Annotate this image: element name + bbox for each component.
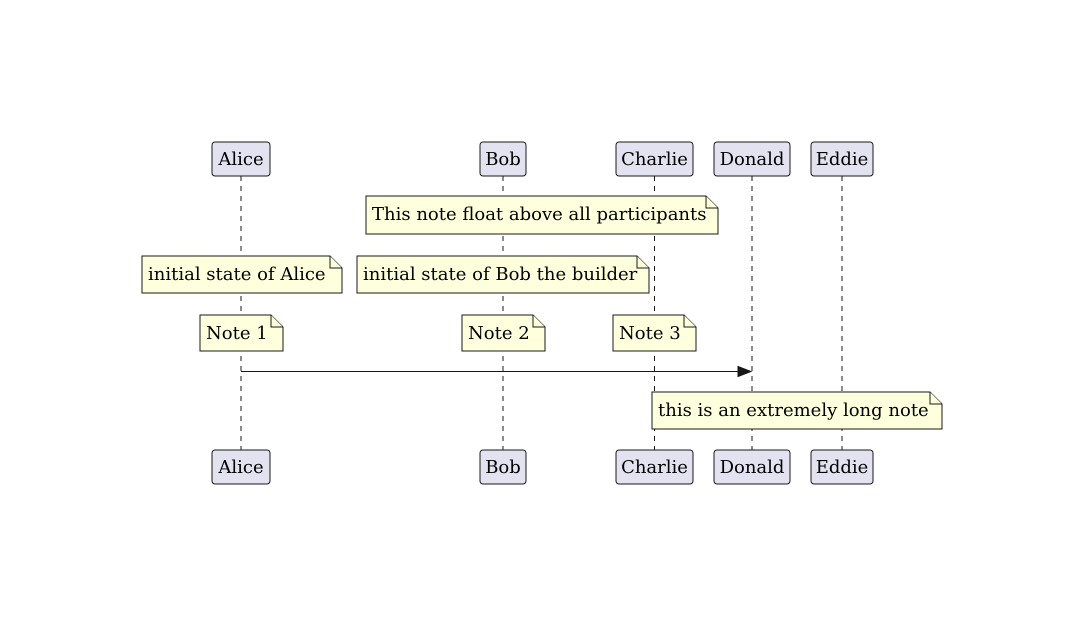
- participant-donald-head: Donald: [713, 141, 791, 177]
- participant-eddie-tail: Eddie: [810, 449, 874, 485]
- participant-label: Eddie: [816, 149, 869, 170]
- participant-bob-tail: Bob: [479, 449, 527, 485]
- participant-bob-head: Bob: [479, 141, 527, 177]
- note-1: Note 1: [199, 314, 284, 352]
- note-text: This note float above all participants: [372, 204, 707, 225]
- arrowhead-icon: [737, 365, 753, 378]
- note-over-all: This note float above all participants: [365, 195, 719, 235]
- note-text: Note 1: [206, 323, 268, 344]
- participant-label: Charlie: [621, 457, 688, 478]
- note-text: Note 3: [619, 323, 681, 344]
- participant-label: Bob: [485, 457, 521, 478]
- participant-label: Alice: [217, 457, 263, 478]
- note-bob-state: initial state of Bob the builder: [356, 255, 650, 294]
- participant-charlie-head: Charlie: [615, 141, 694, 177]
- note-2: Note 2: [461, 314, 546, 352]
- participant-alice-head: Alice: [211, 141, 271, 177]
- participant-label: Donald: [720, 457, 785, 478]
- message-alice-to-donald: [241, 365, 753, 378]
- note-text: initial state of Alice: [148, 264, 326, 285]
- participant-donald-tail: Donald: [713, 449, 791, 485]
- participant-charlie-tail: Charlie: [615, 449, 694, 485]
- participant-label: Bob: [485, 149, 521, 170]
- note-3: Note 3: [612, 314, 697, 352]
- participant-eddie-head: Eddie: [810, 141, 874, 177]
- note-text: Note 2: [468, 323, 530, 344]
- note-long: this is an extremely long note: [651, 391, 943, 430]
- note-alice-state: initial state of Alice: [141, 255, 343, 294]
- note-text: this is an extremely long note: [658, 400, 929, 421]
- participant-label: Eddie: [816, 457, 869, 478]
- participant-label: Donald: [720, 149, 785, 170]
- participant-alice-tail: Alice: [211, 449, 271, 485]
- participant-label: Charlie: [621, 149, 688, 170]
- participant-label: Alice: [217, 149, 263, 170]
- note-text: initial state of Bob the builder: [363, 264, 638, 285]
